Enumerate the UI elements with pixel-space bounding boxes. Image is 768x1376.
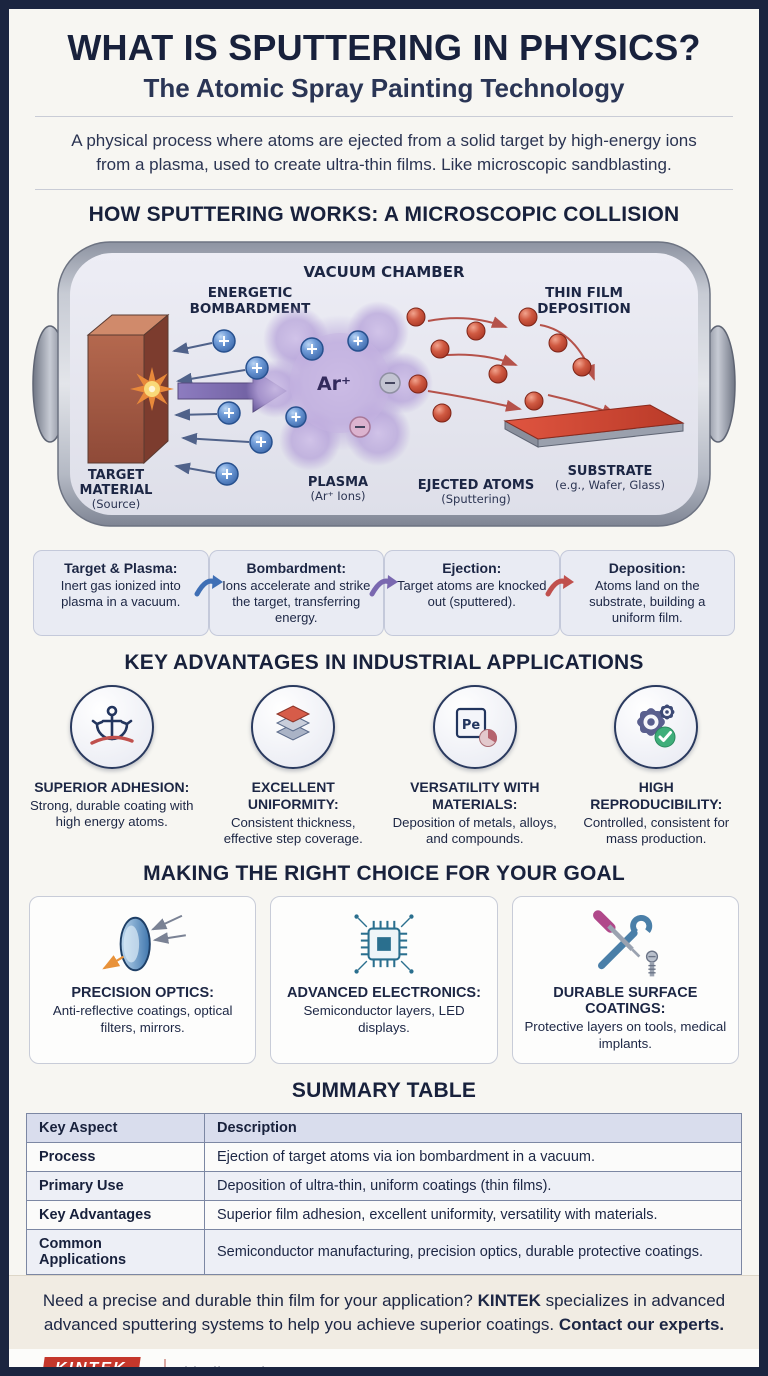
deposition-label-line2: DEPOSITION	[537, 301, 631, 317]
advantage-reproducibility: HIGH REPRODUCIBILITY: Controlled, consis…	[566, 684, 748, 847]
sputtering-diagram: VACUUM CHAMBER ENERGETIC BOMBARDMENT THI…	[28, 237, 740, 538]
element-symbol: Pe	[462, 718, 481, 733]
element-tile-icon: Pe	[432, 684, 517, 769]
substrate-plate	[503, 404, 685, 448]
target-material-block	[86, 313, 170, 464]
target-label-line1: TARGET	[88, 468, 144, 483]
col-key-aspect: Key Aspect	[26, 1112, 205, 1143]
target-label-line3: (Source)	[92, 497, 140, 511]
intro-line-1: A physical process where atoms are eject…	[71, 131, 697, 150]
cta-banner: Need a precise and durable thin film for…	[9, 1274, 759, 1349]
table-row-primary-use: Primary Use Deposition of ultra-thin, un…	[26, 1170, 742, 1201]
step-arrow-red-icon	[545, 574, 574, 597]
step-card-ejection: Ejection: Target atoms are knocked out (…	[384, 549, 560, 636]
optics-lens-icon	[40, 907, 245, 981]
step-arrow-blue-icon	[194, 574, 223, 597]
section-heading-choices: MAKING THE RIGHT CHOICE FOR YOUR GOAL	[143, 862, 625, 886]
section-heading-how: HOW SPUTTERING WORKS: A MICROSCOPIC COLL…	[88, 202, 680, 226]
choices-row: PRECISION OPTICS: Anti-reflective coatin…	[29, 896, 739, 1064]
process-steps-row: Target & Plasma: Inert gas ionized into …	[27, 549, 741, 636]
step-card-target-plasma: Target & Plasma: Inert gas ionized into …	[33, 549, 209, 636]
page-title: WHAT IS SPUTTERING IN PHYSICS?	[67, 27, 701, 68]
advantage-versatility: Pe VERSATILITY WITH MATERIALS: Depositio…	[384, 684, 566, 847]
ejected-atoms	[406, 307, 592, 423]
ejected-label-line1: EJECTED ATOMS	[418, 478, 534, 493]
layers-icon	[251, 684, 336, 769]
section-heading-summary: SUMMARY TABLE	[291, 1078, 477, 1102]
choice-durable-coatings: DURABLE SURFACE COATINGS: Protective lay…	[511, 896, 739, 1064]
website-link[interactable]: kindle-tech.com	[184, 1364, 311, 1376]
target-label-line2: MATERIAL	[80, 483, 153, 498]
table-row-process: Process Ejection of target atoms via ion…	[26, 1141, 742, 1172]
argon-ion-symbol: Ar⁺	[317, 373, 351, 395]
substrate-label-line1: SUBSTRATE	[568, 464, 653, 479]
intro-line-2: from a plasma, used to create ultra-thin…	[96, 154, 672, 174]
advantage-uniformity: EXCELLENT UNIFORMITY: Consistent thickne…	[203, 684, 385, 847]
tools-icon	[523, 907, 728, 981]
anchor-icon	[69, 684, 154, 769]
ion-bombardment-arrows	[172, 341, 250, 474]
plasma-label-line1: PLASMA	[308, 475, 368, 490]
choice-advanced-electronics: ADVANCED ELECTRONICS: Semiconductor laye…	[270, 896, 498, 1064]
step-arrow-purple-icon	[369, 574, 398, 597]
vacuum-chamber-label: VACUUM CHAMBER	[303, 263, 464, 281]
divider	[35, 116, 733, 117]
advantage-adhesion: SUPERIOR ADHESION: Strong, durable coati…	[21, 684, 203, 847]
kintek-logo-box: KINTEK	[41, 1356, 141, 1367]
intro-description: A physical process where atoms are eject…	[9, 129, 759, 177]
table-header-row: Key Aspect Description	[26, 1112, 742, 1143]
plasma-label-line2: (Ar⁺ Ions)	[310, 489, 365, 503]
step-card-deposition: Deposition: Atoms land on the substrate,…	[559, 549, 735, 636]
page-subtitle: The Atomic Spray Painting Technology	[143, 73, 625, 103]
kintek-logo: KINTEK Solution for researching	[41, 1356, 146, 1367]
ejected-label-line2: (Sputtering)	[441, 492, 510, 506]
choice-precision-optics: PRECISION OPTICS: Anti-reflective coatin…	[29, 896, 257, 1064]
vacuum-chamber-illustration: VACUUM CHAMBER ENERGETIC BOMBARDMENT THI…	[32, 240, 736, 527]
step-card-bombardment: Bombardment: Ions accelerate and strike …	[208, 549, 384, 636]
footer-bar: KINTEK Solution for researching kindle-t…	[9, 1348, 759, 1376]
deposition-label-line1: THIN FILM	[545, 285, 623, 301]
summary-table: Key Aspect Description Process Ejection …	[26, 1112, 742, 1275]
divider	[35, 188, 733, 190]
microchip-icon	[281, 907, 486, 981]
impact-starburst-icon	[130, 366, 174, 411]
col-description: Description	[204, 1112, 742, 1143]
section-heading-advantages: KEY ADVANTAGES IN INDUSTRIAL APPLICATION…	[124, 650, 644, 674]
substrate-label-line2: (e.g., Wafer, Glass)	[555, 478, 665, 492]
table-row-key-advantages: Key Advantages Superior film adhesion, e…	[26, 1199, 742, 1230]
gears-check-icon	[614, 684, 699, 769]
table-row-common-applications: Common Applications Semiconductor manufa…	[26, 1228, 742, 1275]
footer-divider	[164, 1358, 167, 1367]
advantages-row: SUPERIOR ADHESION: Strong, durable coati…	[21, 684, 748, 847]
bombardment-label-line1: ENERGETIC	[208, 285, 293, 301]
argon-ions	[212, 328, 401, 486]
